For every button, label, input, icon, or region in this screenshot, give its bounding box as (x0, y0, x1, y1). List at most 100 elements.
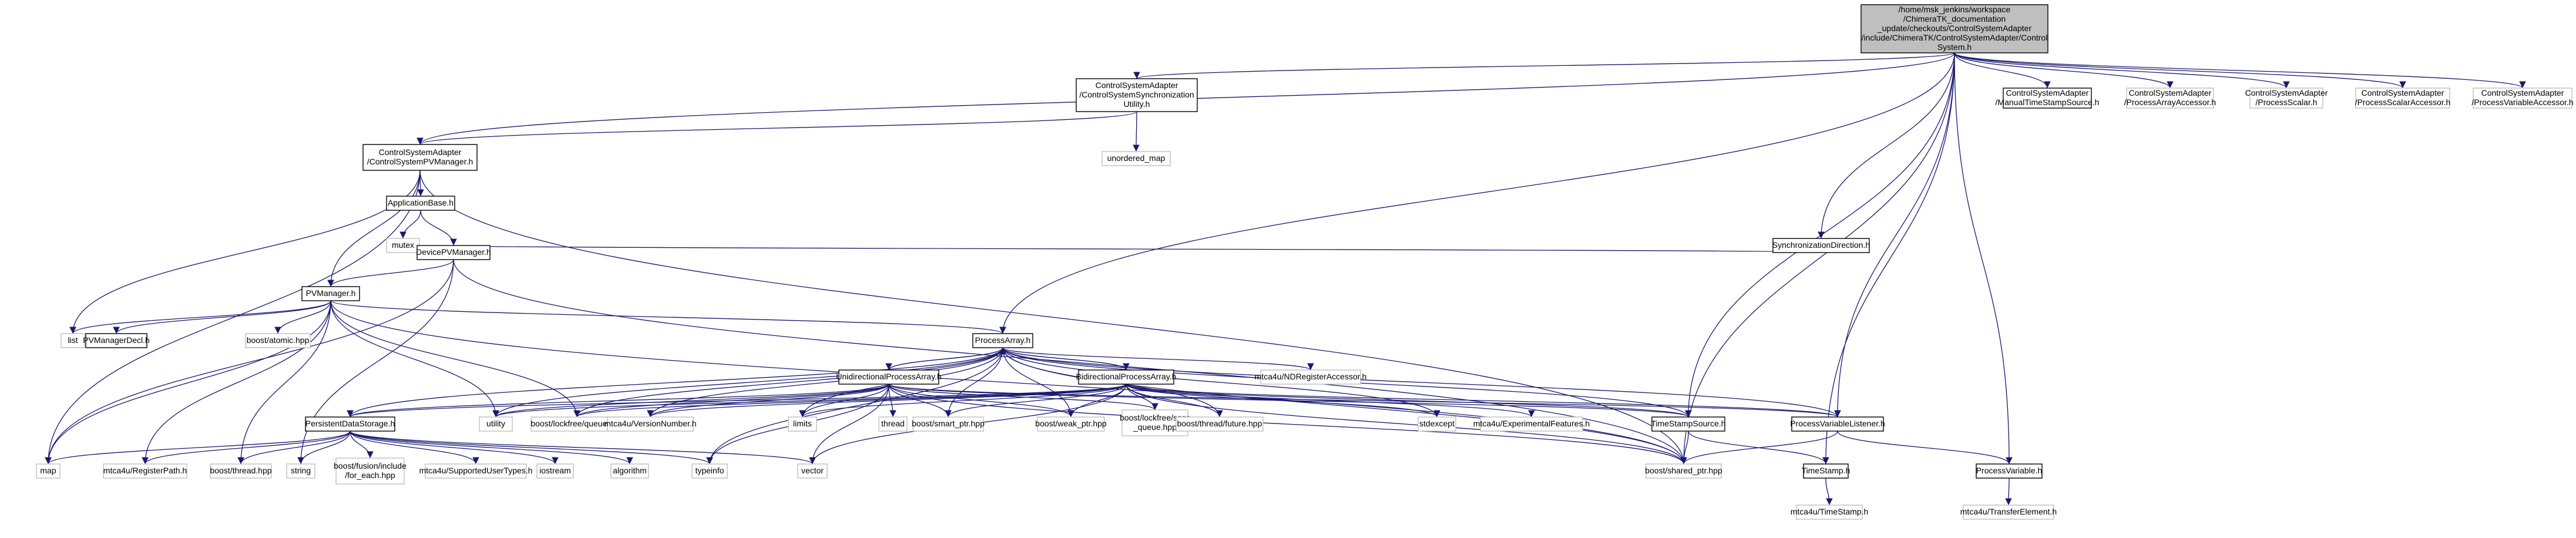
edge-dpvm-to-pvm (327, 259, 454, 287)
edge-bpa-to-expfeat (1126, 384, 1535, 418)
node-limits[interactable]: limits (788, 416, 817, 432)
node-box (286, 463, 315, 479)
node-tfuture[interactable]: boost/thread/future.hpp (1176, 416, 1264, 432)
node-list[interactable]: list (61, 333, 85, 348)
node-expfeat[interactable]: mtca4u/ExperimentalFeatures.h (1473, 416, 1590, 432)
edge-bpa-to-lfq (573, 384, 1127, 418)
node-transfer[interactable]: mtca4u/TransferElement.h (1960, 505, 2057, 520)
node-box (610, 463, 649, 479)
edge-upa-to-spsc (888, 384, 1158, 411)
edge-bpa-to-utility (492, 384, 1127, 418)
edge-bpa-to-stdexcept (1126, 384, 1440, 418)
node-thread[interactable]: thread (878, 416, 908, 432)
node-root[interactable]: /home/msk_jenkins/workspace/ChimeraTK_do… (1860, 4, 2048, 53)
node-iostream[interactable]: iostream (536, 463, 574, 479)
edge-pds-to-iostream (350, 431, 559, 465)
node-box (1803, 463, 1849, 479)
edge-cspvm-to-pvm (327, 170, 421, 287)
node-upa[interactable]: UnidirectionalProcessArray.h (836, 369, 942, 385)
node-box (103, 463, 187, 479)
node-label-line: /for_each.hpp (345, 470, 395, 480)
node-label-line: boost/smart_ptr.hpp (912, 419, 985, 428)
node-cspvm[interactable]: ControlSystemAdapter/ControlSystemPVMana… (362, 144, 478, 171)
node-manualts[interactable]: ControlSystemAdapter/ManualTimeStampSour… (1996, 88, 2100, 109)
node-tss[interactable]: TimeStampSource.h (1651, 416, 1726, 432)
node-box (1176, 416, 1264, 432)
node-mtcats[interactable]: mtca4u/TimeStamp.h (1791, 505, 1869, 520)
node-box (2003, 88, 2092, 109)
node-pvacc[interactable]: ControlSystemAdapter/ProcessVariableAcce… (2471, 88, 2574, 109)
node-sharedptr[interactable]: boost/shared_ptr.hpp (1645, 463, 1722, 479)
node-label-line: ControlSystemAdapter (379, 147, 462, 157)
node-label-line: PVManagerDecl.h (83, 335, 150, 345)
edge-bpa-to-parray (999, 347, 1127, 371)
node-box (797, 463, 828, 479)
node-regpath[interactable]: mtca4u/RegisterPath.h (103, 463, 187, 479)
node-box (1963, 505, 2054, 520)
node-weakptr[interactable]: boost/weak_ptr.hpp (1035, 416, 1107, 432)
node-box (912, 416, 984, 432)
node-box (362, 144, 478, 171)
node-paacc[interactable]: ControlSystemAdapter/ProcessArrayAccesso… (2124, 88, 2216, 109)
edge-pds-to-algorithm (350, 431, 633, 465)
node-box (1480, 416, 1583, 432)
node-vector[interactable]: vector (797, 463, 828, 479)
node-pvl[interactable]: ProcessVariableListener.h (1790, 416, 1885, 432)
node-syncdir[interactable]: SynchronizationDirection.h (1772, 238, 1870, 253)
edge-bpa-to-pds (347, 384, 1127, 418)
edge-sync-to-umap (1133, 111, 1140, 152)
node-psacc[interactable]: ControlSystemAdapter/ProcessScalarAccess… (2355, 88, 2451, 109)
node-timestamp[interactable]: TimeStamp.h (1802, 463, 1850, 479)
node-label-line: /ControlSystemPVManager.h (367, 157, 473, 166)
node-smartptr[interactable]: boost/smart_ptr.hpp (912, 416, 985, 432)
edge-root-to-pscalar (1954, 52, 2290, 89)
edge-parray-to-typeinfo (706, 347, 1003, 465)
node-label-line: /ProcessScalarAccessor.h (2355, 97, 2451, 107)
node-label-line: mtca4u/RegisterPath.h (103, 466, 187, 475)
node-label-line: list (68, 335, 78, 345)
edge-dpvm-to-map (45, 259, 454, 465)
edge-bpa-to-tss (1126, 384, 1692, 418)
node-vernum[interactable]: mtca4u/VersionNumber.h (604, 416, 697, 432)
node-bpa[interactable]: BidirectionalProcessArray.h (1076, 369, 1177, 385)
edge-root-to-pvacc (1954, 52, 2526, 89)
node-map[interactable]: map (36, 463, 61, 479)
edge-appbase-to-dpvm (420, 210, 457, 246)
node-pvm[interactable]: PVManager.h (301, 286, 360, 301)
node-bthread[interactable]: boost/thread.hpp (210, 463, 272, 479)
node-spsc[interactable]: boost/lockfree/spsc_queue.hpp (1120, 409, 1190, 436)
edge-root-to-tss (1685, 52, 1955, 418)
node-parray[interactable]: ProcessArray.h (972, 333, 1033, 348)
node-fusion[interactable]: boost/fusion/include/for_each.hpp (334, 458, 407, 485)
node-box (1418, 416, 1456, 432)
node-dpvm[interactable]: DevicePVManager.h (416, 245, 491, 260)
node-atomic[interactable]: boost/atomic.hpp (245, 333, 311, 348)
node-umap[interactable]: unordered_map (1101, 151, 1171, 166)
node-ndreg[interactable]: mtca4u/NDRegisterAccessor.h (1255, 369, 1367, 385)
node-utility[interactable]: utility (479, 416, 513, 432)
node-sync[interactable]: ControlSystemAdapter/ControlSystemSynchr… (1076, 78, 1198, 112)
node-box (2355, 88, 2450, 109)
edge-upa-to-vernum (647, 384, 889, 418)
node-label-line: unordered_map (1107, 153, 1166, 163)
node-supported[interactable]: mtca4u/SupportedUserTypes.h (419, 463, 533, 479)
node-stdexcept[interactable]: stdexcept (1418, 416, 1456, 432)
edge-pds-to-fusion (350, 431, 374, 459)
node-label-line: System.h (1937, 42, 1972, 52)
node-string[interactable]: string (286, 463, 315, 479)
node-pds[interactable]: PersistentDataStorage.h (305, 416, 395, 432)
node-label-line: mtca4u/ExperimentalFeatures.h (1473, 419, 1590, 428)
node-label-line: ControlSystemAdapter (1096, 80, 1178, 90)
node-pvar[interactable]: ProcessVariable.h (1976, 463, 2043, 479)
node-box (1260, 369, 1361, 385)
node-label-line: boost/atomic.hpp (247, 335, 310, 345)
node-appbase[interactable]: ApplicationBase.h (386, 196, 455, 211)
node-algorithm[interactable]: algorithm (610, 463, 649, 479)
node-label-line: boost/weak_ptr.hpp (1035, 419, 1107, 428)
node-pscalar[interactable]: ControlSystemAdapter/ProcessScalar.h (2245, 88, 2328, 109)
node-mutex[interactable]: mutex (386, 238, 420, 253)
node-label-line: /home/msk_jenkins/workspace (1899, 5, 2011, 14)
edge-appbase-to-mutex (399, 210, 421, 239)
node-typeinfo[interactable]: typeinfo (691, 463, 728, 479)
node-pvmdecl[interactable]: PVManagerDecl.h (83, 333, 150, 348)
